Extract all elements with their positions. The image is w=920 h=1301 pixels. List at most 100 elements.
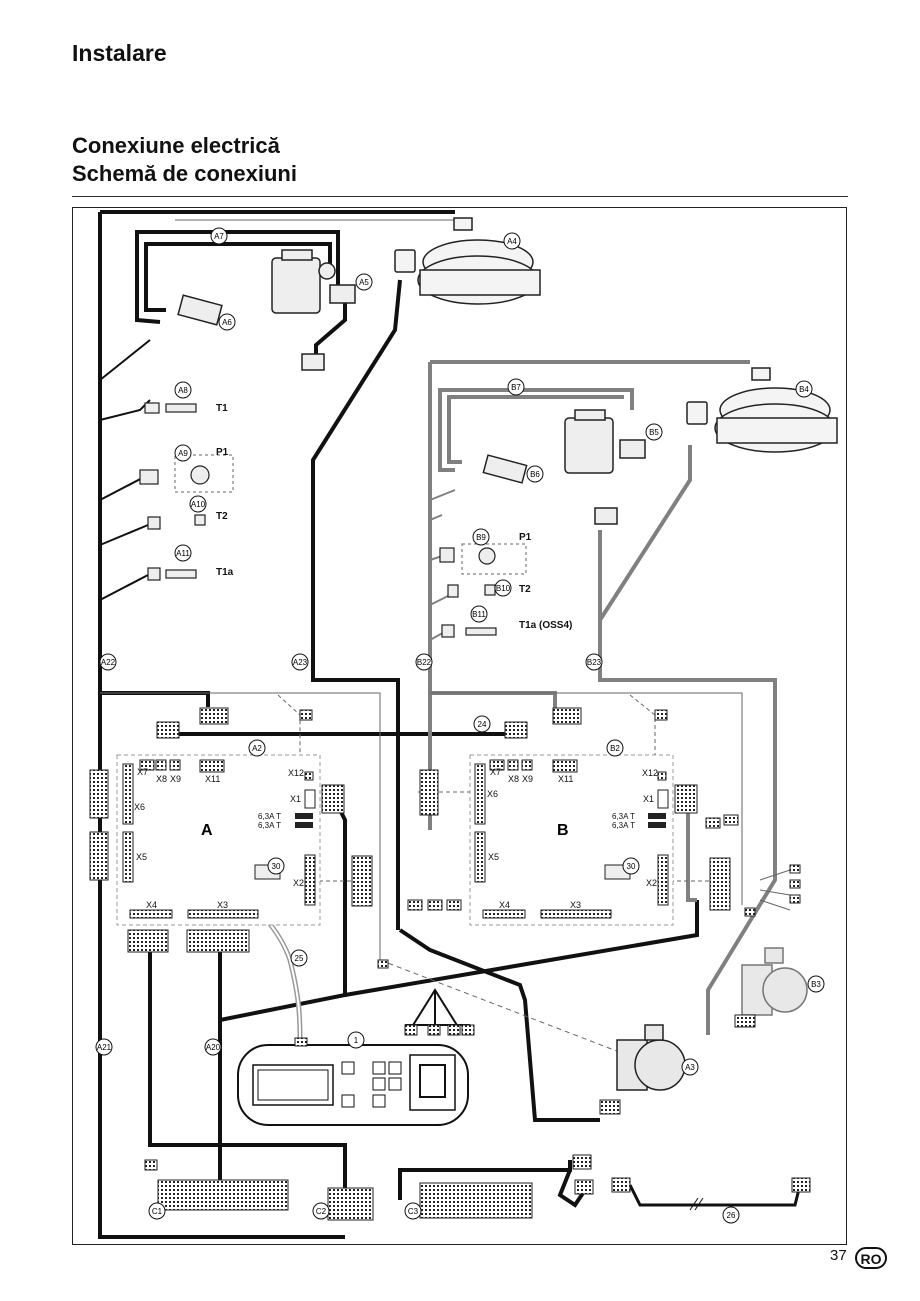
callout-a22: A22 bbox=[99, 653, 117, 671]
callout-b4: B4 bbox=[795, 380, 813, 398]
board-b bbox=[469, 754, 674, 926]
callout-b6: B6 bbox=[526, 465, 544, 483]
label-a-x3: X3 bbox=[217, 900, 228, 910]
wire-c3-loop bbox=[557, 1169, 587, 1208]
wire-a5 bbox=[314, 300, 347, 355]
terminal-blocks bbox=[144, 864, 811, 1221]
callout-a9: A9 bbox=[174, 444, 192, 462]
ionisation-electrode-b bbox=[482, 454, 528, 484]
callout-24: 24 bbox=[473, 715, 491, 733]
callout-b9: B9 bbox=[472, 528, 490, 546]
wire-a22 bbox=[98, 212, 345, 1239]
svg-text:A3: A3 bbox=[685, 1063, 695, 1072]
circuit-a-wires bbox=[98, 210, 699, 1239]
sensor-leads-a bbox=[99, 339, 470, 1031]
label-b-x9: X9 bbox=[522, 774, 533, 784]
label-t1a: T1a bbox=[216, 567, 234, 578]
plug-blocks-b bbox=[407, 707, 739, 911]
svg-text:B3: B3 bbox=[811, 980, 821, 989]
callout-1: 1 bbox=[347, 1031, 365, 1049]
sensor-labels: T1 P1 T2 T1a P1 T2 T1a (OSS4) bbox=[216, 403, 572, 631]
svg-text:B11: B11 bbox=[472, 610, 486, 619]
label-t2-b: T2 bbox=[519, 584, 531, 595]
svg-text:A22: A22 bbox=[101, 658, 116, 667]
page-number: 37 bbox=[830, 1247, 847, 1264]
label-b-x8: X8 bbox=[508, 774, 519, 784]
wire-b7 bbox=[438, 388, 634, 472]
label-a-fuse2: 6,3A T bbox=[258, 821, 281, 830]
label-b-x7: X7 bbox=[490, 767, 501, 777]
wire-26 bbox=[628, 1184, 802, 1207]
label-a-x11: X11 bbox=[205, 774, 220, 784]
svg-text:B2: B2 bbox=[610, 744, 620, 753]
label-a-fuse1: 6,3A T bbox=[258, 812, 281, 821]
gas-valve-a bbox=[271, 249, 356, 371]
title-rule bbox=[72, 196, 848, 197]
wire-b-board-x1 bbox=[686, 805, 697, 902]
label-a-x1: X1 bbox=[290, 794, 301, 804]
label-a-x2: X2 bbox=[293, 878, 304, 888]
label-a-x6: X6 bbox=[134, 802, 145, 812]
label-b-x2: X2 bbox=[646, 878, 657, 888]
fan-a bbox=[394, 217, 541, 305]
wiring-diagram: A B X7 X8 X9 X11 X12 X1 X6 X5 X2 X4 X3 6… bbox=[89, 210, 838, 1239]
svg-text:B9: B9 bbox=[476, 533, 486, 542]
label-a-x5: X5 bbox=[136, 852, 147, 862]
callout-b3: B3 bbox=[807, 975, 825, 993]
label-b-fuse2: 6,3A T bbox=[612, 821, 635, 830]
callout-c3: C3 bbox=[404, 1202, 422, 1220]
wire-b4 bbox=[598, 445, 692, 622]
callout-a3: A3 bbox=[681, 1058, 699, 1076]
wire-c3 bbox=[398, 1160, 572, 1200]
callout-a20: A20 bbox=[204, 1038, 222, 1056]
svg-text:B23: B23 bbox=[587, 658, 602, 667]
callout-b10: B10 bbox=[494, 579, 512, 597]
svg-text:A9: A9 bbox=[178, 449, 188, 458]
svg-text:B5: B5 bbox=[649, 428, 659, 437]
svg-text:B22: B22 bbox=[417, 658, 432, 667]
callout-26: 26 bbox=[722, 1206, 740, 1224]
callout-a10: A10 bbox=[189, 495, 207, 513]
label-t1a-oss4: T1a (OSS4) bbox=[519, 620, 572, 631]
gas-valve-b bbox=[564, 409, 646, 525]
svg-text:A8: A8 bbox=[178, 386, 188, 395]
callout-a7: A7 bbox=[210, 227, 228, 245]
callout-c1: C1 bbox=[148, 1202, 166, 1220]
label-a-x12: X12 bbox=[288, 768, 304, 778]
callout-b23: B23 bbox=[585, 653, 603, 671]
label-b-x5: X5 bbox=[488, 852, 499, 862]
svg-text:C2: C2 bbox=[316, 1207, 327, 1216]
svg-text:A21: A21 bbox=[97, 1043, 112, 1052]
label-b-fuse1: 6,3A T bbox=[612, 812, 635, 821]
callout-a21: A21 bbox=[95, 1038, 113, 1056]
sensors-a bbox=[139, 402, 210, 581]
callout-a2: A2 bbox=[248, 739, 266, 757]
svg-text:A4: A4 bbox=[507, 237, 517, 246]
callout-b2: B2 bbox=[606, 739, 624, 757]
label-a-x4: X4 bbox=[146, 900, 157, 910]
label-a-x7: X7 bbox=[137, 767, 148, 777]
label-t2-a: T2 bbox=[216, 511, 228, 522]
label-b-x12: X12 bbox=[642, 768, 658, 778]
pump-b bbox=[741, 947, 808, 1016]
wire-board-a-top bbox=[100, 691, 210, 707]
language-badge: RO bbox=[855, 1247, 887, 1269]
svg-text:30: 30 bbox=[272, 862, 281, 871]
callouts: A7 A4 A5 A6 A8 A9 A10 A11 A22 A23 B7 B4 … bbox=[95, 227, 825, 1224]
svg-text:B6: B6 bbox=[530, 470, 540, 479]
sensor-leads-b bbox=[429, 489, 456, 641]
page-title: Conexiune electrică bbox=[72, 133, 280, 158]
svg-text:C1: C1 bbox=[152, 1207, 163, 1216]
svg-text:A6: A6 bbox=[222, 318, 232, 327]
callout-a8: A8 bbox=[174, 381, 192, 399]
callout-a11: A11 bbox=[174, 544, 192, 562]
wire-pump-a bbox=[398, 928, 600, 1122]
svg-text:B7: B7 bbox=[511, 383, 521, 392]
svg-text:B10: B10 bbox=[496, 584, 511, 593]
label-b-x1: X1 bbox=[643, 794, 654, 804]
section-title: Instalare bbox=[72, 40, 167, 66]
callout-b11: B11 bbox=[470, 605, 488, 623]
svg-text:B4: B4 bbox=[799, 385, 809, 394]
callout-a23: A23 bbox=[291, 653, 309, 671]
board-a bbox=[116, 754, 321, 926]
